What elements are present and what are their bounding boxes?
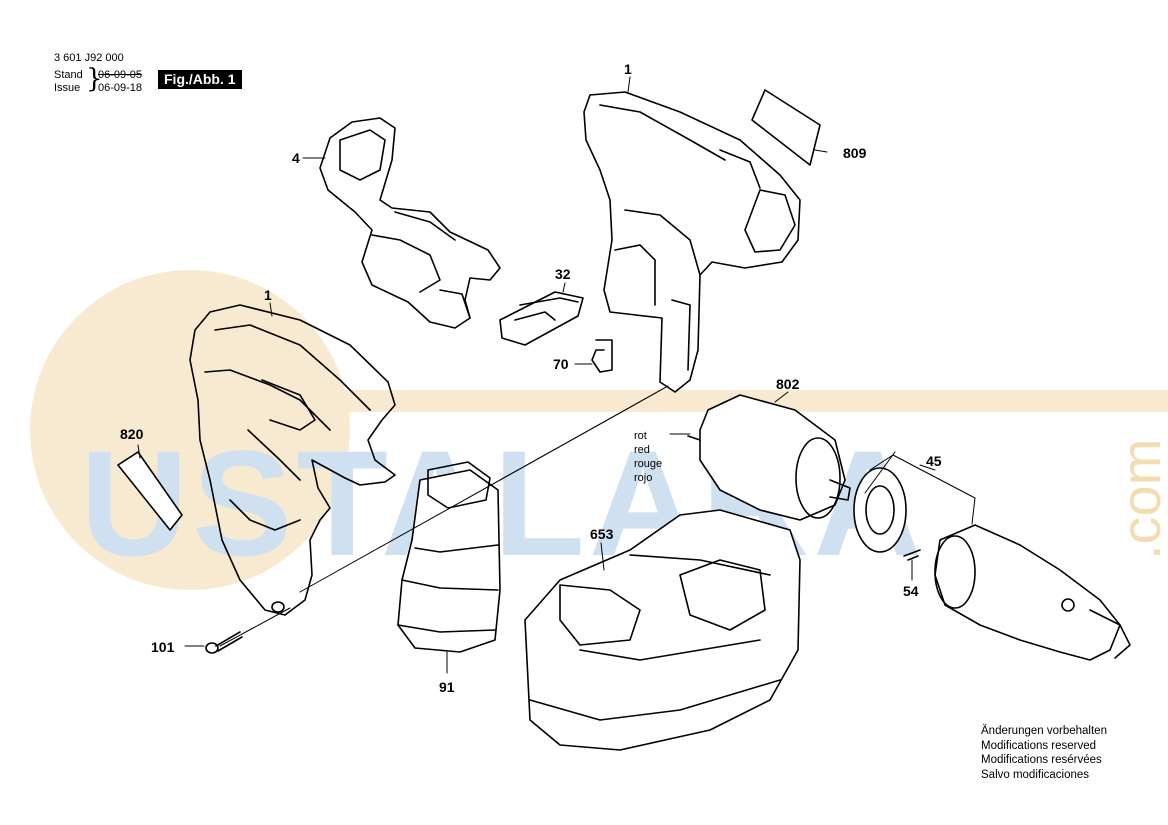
watermark-suffix: .com <box>1109 439 1168 560</box>
doc-number: 3 601 J92 000 <box>54 52 124 64</box>
charger-653-drawing <box>524 509 801 751</box>
part-label-653: 653 <box>590 526 614 542</box>
note-es: Salvo modificaciones <box>981 768 1090 781</box>
issue-label: Issue <box>54 82 81 94</box>
gearbox-45-drawing <box>934 524 1131 661</box>
screw-101-drawing <box>205 631 243 654</box>
leader-lines <box>137 76 976 674</box>
part-label-54: 54 <box>903 583 919 599</box>
figure-label: Fig./Abb. 1 <box>158 70 242 89</box>
watermark-orange-circle <box>30 270 350 590</box>
stand-label: Stand <box>54 69 83 81</box>
wire-color-es: rojo <box>634 472 653 484</box>
part-label-91: 91 <box>439 679 455 695</box>
battery-91-drawing <box>397 461 501 653</box>
wire-color-de: rot <box>634 430 647 442</box>
part-label-70: 70 <box>553 356 569 372</box>
gear-ring-drawing <box>853 467 907 553</box>
wire-color-list: rot red rouge rojo <box>634 429 662 485</box>
part-label-101: 101 <box>151 639 175 655</box>
label-820-drawing <box>117 451 183 531</box>
note-de: Änderungen vorbehalten <box>981 725 1107 737</box>
date-old: 06-09-05 <box>98 69 143 81</box>
housing-left-drawing <box>189 304 396 616</box>
date-new: 06-09-18 <box>98 82 143 94</box>
motor-802-drawing <box>687 394 851 521</box>
wire-color-en: red <box>634 444 650 456</box>
watermark-orange-bar <box>250 390 1168 412</box>
modifications-note: Änderungen vorbehalten Modifications res… <box>981 724 1107 782</box>
screw-54-drawing <box>903 549 921 561</box>
part-label-1: 1 <box>624 61 632 77</box>
part-label-45: 45 <box>926 453 942 469</box>
switch-module-drawing <box>319 117 501 329</box>
part-label-4: 4 <box>292 150 300 166</box>
note-fr: Modifications resérvées <box>981 754 1102 766</box>
note-en: Modifications reserved <box>981 739 1097 752</box>
brace-glyph: } <box>86 64 103 94</box>
part-label-802: 802 <box>776 376 800 392</box>
part-label-820: 820 <box>120 426 144 442</box>
part-label-32: 32 <box>555 266 571 282</box>
part-label-809: 809 <box>843 145 867 161</box>
part-label-1b: 1 <box>264 287 272 303</box>
label-809-drawing <box>751 89 821 166</box>
hook-70-drawing <box>591 339 613 373</box>
wire-color-fr: rouge <box>634 458 663 470</box>
clip-32-drawing <box>499 291 584 346</box>
housing-right-drawing <box>583 91 801 393</box>
